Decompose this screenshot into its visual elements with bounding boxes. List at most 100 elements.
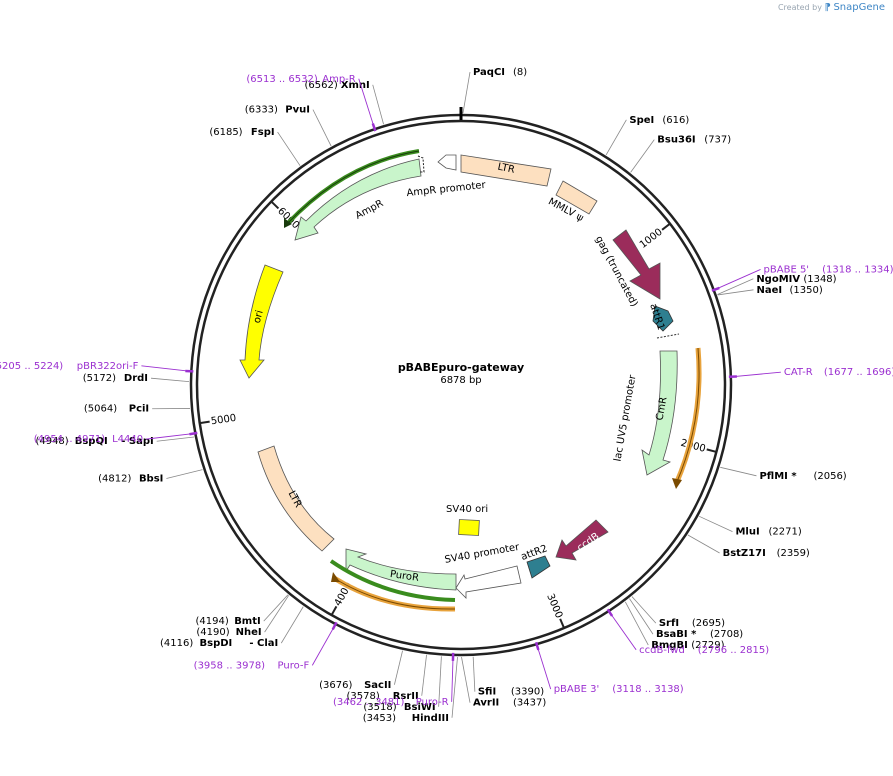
site-leader-19 bbox=[263, 594, 289, 622]
restriction-site-fspi[interactable]: FspI(6185) bbox=[209, 127, 274, 138]
feature-ltr-2[interactable] bbox=[257, 445, 335, 552]
feature-ampr-promoter-label: AmpR promoter bbox=[406, 180, 487, 199]
restriction-site-sfii[interactable]: SfiI(3390) bbox=[478, 687, 544, 698]
site-name: HindIII bbox=[412, 713, 449, 724]
restriction-site-ngomiv[interactable]: NgoMIV(1348) bbox=[756, 274, 836, 285]
site-leader-1 bbox=[605, 119, 627, 156]
site-name: NheI bbox=[236, 627, 262, 638]
site-name: PaqCI bbox=[473, 67, 505, 78]
restriction-site-avrii[interactable]: AvrII(3437) bbox=[473, 698, 546, 709]
primer-leader-2 bbox=[609, 612, 637, 651]
feature-attr1[interactable] bbox=[652, 305, 674, 332]
site-position: (737) bbox=[704, 135, 731, 146]
restriction-site-paqci[interactable]: PaqCI (8) bbox=[473, 67, 527, 78]
site-name: BbsI bbox=[139, 473, 163, 484]
feature-attr2[interactable] bbox=[526, 555, 551, 579]
restriction-site-pcii[interactable]: PciI(5064) bbox=[84, 404, 149, 415]
tick-label-3000: 3000 bbox=[544, 592, 564, 620]
restriction-site-mlui[interactable]: MluI(2271) bbox=[735, 527, 801, 538]
feature-ltr[interactable] bbox=[460, 154, 552, 187]
primer-pbabe3[interactable]: pBABE 3'(3118 .. 3138) bbox=[554, 684, 684, 695]
plasmid-name: pBABEpuro-gateway bbox=[398, 361, 524, 374]
feature-ccdb[interactable] bbox=[555, 519, 609, 561]
restriction-site-sacii[interactable]: SacII(3676) bbox=[319, 680, 391, 691]
restriction-site-bbsi[interactable]: BbsI(4812) bbox=[98, 473, 163, 484]
site-position: (2359) bbox=[777, 548, 810, 559]
tick-label-5000: 5000 bbox=[210, 413, 237, 428]
restriction-site-hindiii[interactable]: HindIII (3453) bbox=[363, 713, 449, 724]
restriction-site-bsabi[interactable]: BsaBI *(2708) bbox=[656, 629, 743, 640]
site-name: BmtI bbox=[234, 616, 261, 627]
restriction-site-bmgbi[interactable]: BmgBI(2729) bbox=[651, 640, 724, 651]
site-name: NgoMIV bbox=[756, 274, 800, 285]
restriction-site-bsiwi[interactable]: BsiWI(3518) bbox=[363, 702, 435, 713]
feature-sv40-ori-label: SV40 ori bbox=[446, 504, 488, 515]
primer-ccdbfwd[interactable]: ccdB-fwd(2796 .. 2815) bbox=[639, 645, 769, 656]
restriction-site-pflmi[interactable]: PflMI *(2056) bbox=[759, 471, 846, 482]
primer-pbr322orif[interactable]: pBR322ori-F(5205 .. 5224) bbox=[0, 361, 139, 372]
site-name: SfiI bbox=[478, 687, 496, 698]
snapgene-brand: Created by ⁋ SnapGene bbox=[778, 2, 885, 13]
primer-name: Amp-R bbox=[322, 74, 356, 85]
restriction-site-drdi[interactable]: DrdI(5172) bbox=[83, 373, 148, 384]
primer-l4440[interactable]: L4440(4954 .. 4971) bbox=[34, 434, 143, 445]
site-leader-18 bbox=[264, 595, 290, 633]
site-extra-name: - SapI bbox=[121, 436, 153, 447]
restriction-site-bmti[interactable]: BmtI(4194) bbox=[195, 616, 260, 627]
site-name: PflMI * bbox=[759, 471, 797, 482]
site-position: (8) bbox=[513, 67, 527, 78]
primer-name: Puro-R bbox=[416, 697, 449, 708]
site-position: (3453) bbox=[363, 713, 396, 724]
restriction-site-naei[interactable]: NaeI (1350) bbox=[757, 285, 823, 296]
primer-purof[interactable]: Puro-F(3958 .. 3978) bbox=[194, 660, 310, 671]
primer-leader-5 bbox=[311, 625, 336, 666]
site-leader-21 bbox=[156, 436, 195, 442]
feature-ampr-dotted-marker bbox=[417, 155, 425, 173]
restriction-site-spei[interactable]: SpeI(616) bbox=[629, 115, 689, 126]
feature-gag[interactable] bbox=[612, 229, 661, 300]
restriction-site-bstz17i[interactable]: BstZ17I(2359) bbox=[723, 548, 810, 559]
restriction-site-xmni[interactable]: XmnI(6562) bbox=[304, 80, 369, 91]
primer-pbabe5[interactable]: pBABE 5'(1318 .. 1334) bbox=[764, 264, 893, 275]
primer-puror[interactable]: Puro-R (3462 .. 3481) bbox=[333, 697, 449, 708]
brand-prefix: Created by bbox=[777, 3, 822, 12]
feature-cmr[interactable] bbox=[641, 350, 678, 476]
site-leader-3 bbox=[717, 278, 754, 295]
primer-leader-6 bbox=[146, 433, 194, 440]
primer-catr[interactable]: CAT-R(1677 .. 1696) bbox=[784, 367, 893, 378]
brand-name: SnapGene bbox=[833, 2, 885, 13]
site-leader-12 bbox=[461, 656, 471, 703]
site-name: SrfI bbox=[659, 618, 679, 629]
primers-layer: pBABE 5'(1318 .. 1334) CAT-R(1677 .. 1696… bbox=[0, 74, 893, 708]
site-position: (6333) bbox=[245, 105, 278, 116]
primer-name: pBABE 5' bbox=[764, 264, 810, 275]
feature-sv40-ori[interactable] bbox=[458, 519, 480, 536]
feature-mmlv-psi[interactable] bbox=[555, 180, 598, 215]
primer-ampr[interactable]: Amp-R(6513 .. 6532) bbox=[246, 74, 355, 85]
feature-puror-orf-bar bbox=[329, 559, 456, 602]
site-position: (1350) bbox=[790, 285, 823, 296]
feature-sv40-promoter-label: SV40 promoter bbox=[444, 542, 521, 566]
feature-ampr[interactable] bbox=[294, 158, 422, 241]
restriction-site-rsrii[interactable]: RsrII(3578) bbox=[346, 691, 418, 702]
primer-range: (3462 .. 3481) bbox=[333, 697, 405, 708]
primer-leader-1 bbox=[732, 371, 781, 378]
feature-puror[interactable] bbox=[345, 548, 457, 591]
site-name: NaeI bbox=[757, 285, 783, 296]
restriction-site-nhei[interactable]: NheI(4190) bbox=[196, 627, 261, 638]
site-leader-2 bbox=[630, 139, 655, 173]
restriction-site-bsu36i[interactable]: Bsu36I(737) bbox=[657, 135, 731, 146]
feature-ampr-promoter[interactable] bbox=[437, 154, 457, 171]
restriction-site-pvui[interactable]: PvuI(6333) bbox=[245, 105, 310, 116]
site-leader-8 bbox=[631, 596, 657, 624]
primer-leader-3 bbox=[536, 645, 552, 690]
site-leader-14 bbox=[438, 656, 442, 707]
feature-ori[interactable] bbox=[239, 264, 284, 379]
primer-range: (2796 .. 2815) bbox=[698, 645, 770, 656]
primer-name: pBABE 3' bbox=[554, 684, 600, 695]
restriction-site-srfi[interactable]: SrfI(2695) bbox=[659, 618, 725, 629]
site-leader-13 bbox=[451, 656, 458, 718]
feature-sv40-promoter[interactable] bbox=[455, 565, 522, 599]
